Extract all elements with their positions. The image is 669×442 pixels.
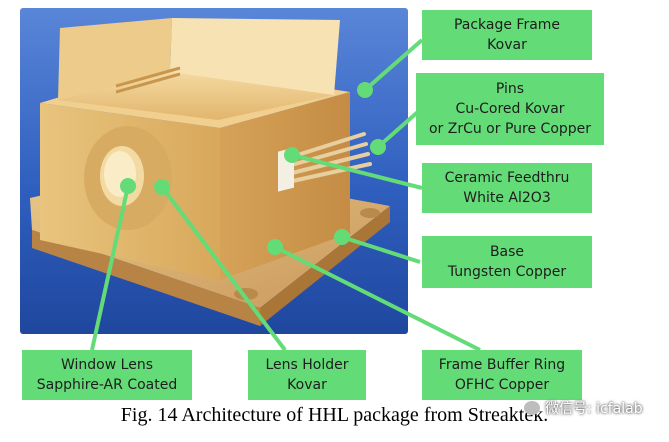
wechat-icon [524,401,540,415]
callout-frame-buffer-ring: Frame Buffer Ring OFHC Copper [422,350,582,400]
callout-frame-buffer-ring-material: OFHC Copper [454,377,550,393]
callout-ceramic-feedthru-title: Ceramic Feedthru [444,170,570,186]
callout-window-lens-title: Window Lens [61,357,153,373]
callout-pins-title: Pins [495,81,525,97]
wechat-watermark: 微信号: icfalab [524,398,643,418]
callout-lens-holder-material: Kovar [287,377,327,393]
callout-package-frame-title: Package Frame [453,17,561,33]
callout-lens-holder: Lens Holder Kovar [248,350,366,400]
callout-pins-material-alt: or ZrCu or Pure Copper [428,121,592,137]
callout-ceramic-feedthru-material: White Al2O3 [463,190,551,206]
callout-package-frame-material: Kovar [487,37,527,53]
callout-base-title: Base [489,244,525,260]
watermark-text: 微信号: icfalab [545,401,643,417]
callout-base: Base Tungsten Copper [422,236,592,288]
callout-base-material: Tungsten Copper [447,264,567,280]
callout-lens-holder-title: Lens Holder [265,357,349,373]
callout-window-lens: Window Lens Sapphire-AR Coated [22,350,192,400]
figure-caption: Fig. 14 Architecture of HHL package from… [120,404,549,426]
callout-frame-buffer-ring-title: Frame Buffer Ring [438,357,566,373]
callout-package-frame: Package Frame Kovar [422,10,592,60]
callout-pins-material: Cu-Cored Kovar [455,101,565,117]
callout-ceramic-feedthru: Ceramic Feedthru White Al2O3 [422,163,592,213]
hhl-package-photo [20,8,408,334]
callout-window-lens-material: Sapphire-AR Coated [36,377,178,393]
callout-pins: Pins Cu-Cored Kovar or ZrCu or Pure Copp… [416,73,604,145]
